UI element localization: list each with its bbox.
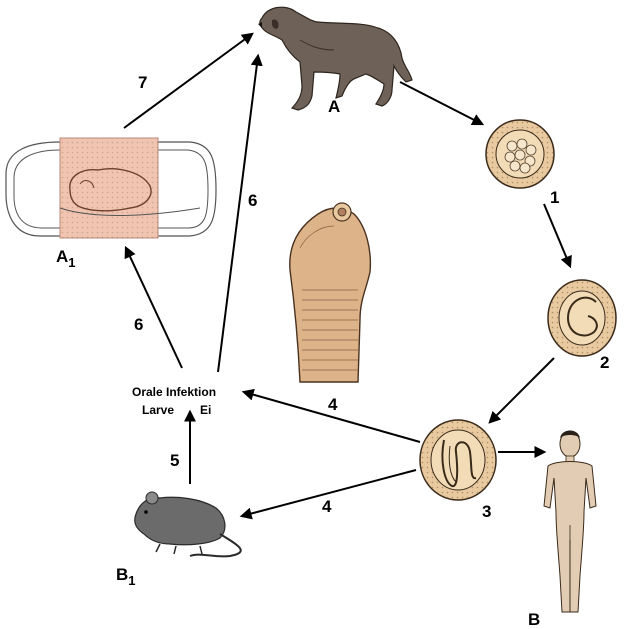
mouse-illustration — [134, 491, 242, 558]
tapeworm-scolex-illustration — [289, 202, 372, 383]
arrow-label-6-left: 6 — [134, 315, 143, 334]
host-label-a1-letter: A — [56, 247, 68, 266]
arrow-infection-to-dog — [217, 53, 263, 373]
host-label-b1-letter: B — [116, 565, 128, 584]
host-label-b: B — [528, 610, 540, 629]
arrow-label-6-mid: 6 — [248, 191, 257, 210]
arrow-label-4-mouse: 4 — [322, 497, 332, 516]
dog-illustration — [258, 6, 413, 111]
host-label-a1: A1 — [56, 247, 76, 270]
arrow-label-5: 5 — [170, 451, 179, 470]
infection-caption-egg: Ei — [200, 403, 211, 417]
egg-stage-2 — [547, 279, 617, 357]
stage-label-1: 1 — [550, 188, 559, 207]
stage-label-2: 2 — [600, 353, 609, 372]
arrow-label-7: 7 — [138, 73, 147, 92]
egg-stage-3 — [419, 419, 497, 501]
host-label-b1: B1 — [116, 565, 136, 588]
host-label-b1-subscript: 1 — [128, 573, 135, 588]
host-label-a: A — [328, 97, 340, 116]
human-illustration — [543, 430, 597, 613]
cycle-arrows — [123, 32, 572, 520]
encysted-larva-in-meat — [5, 137, 217, 239]
stage-label-3: 3 — [482, 502, 491, 521]
host-label-a1-subscript: 1 — [68, 255, 75, 270]
arrow-egg2-to-egg3 — [488, 357, 555, 424]
infection-caption-line1: Orale Infektion — [132, 385, 216, 399]
arrow-dog-to-egg1 — [399, 81, 485, 126]
arrow-egg1-to-egg2 — [543, 203, 572, 269]
arrow-meat-to-dog — [123, 32, 254, 129]
infection-caption-larva: Larve — [142, 403, 174, 417]
arrow-infection-to-meat — [124, 245, 183, 369]
arrow-egg3-to-infection — [241, 388, 421, 443]
arrow-label-4-infection: 4 — [328, 395, 338, 414]
egg-stage-1 — [485, 119, 555, 189]
arrow-egg3-to-mouse — [239, 469, 417, 520]
